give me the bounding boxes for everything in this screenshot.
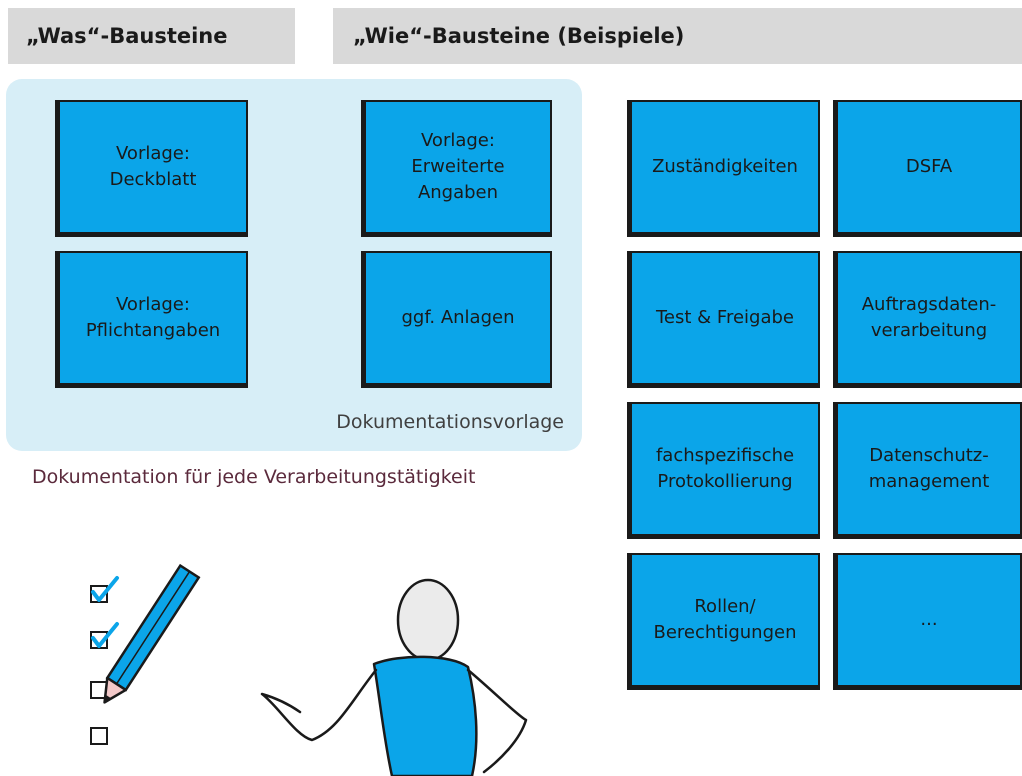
- person-figure: [260, 578, 528, 776]
- wie-header-title: „Wie“-Bausteine (Beispiele): [353, 24, 685, 48]
- pencil-icon: [103, 563, 201, 704]
- tile-dsfa: DSFA: [833, 100, 1022, 237]
- person-torso: [372, 655, 478, 776]
- documentation-template-label: Dokumentationsvorlage: [336, 411, 564, 433]
- person-arm-right: [466, 668, 528, 774]
- checklist: [90, 576, 119, 745]
- was-header: „Was“-Bausteine: [8, 8, 295, 64]
- was-header-title: „Was“-Bausteine: [26, 24, 228, 48]
- documentation-caption: Dokumentation für jede Verarbeitungstäti…: [32, 466, 476, 488]
- wie-header: „Wie“-Bausteine (Beispiele): [333, 8, 1022, 64]
- tile-ggf-anlagen: ggf. Anlagen: [361, 251, 552, 388]
- person-head: [396, 578, 460, 662]
- tile-more: ...: [833, 553, 1022, 690]
- tile-vorlage-deckblatt: Vorlage: Deckblatt: [55, 100, 248, 237]
- checkmark-icon: [91, 622, 119, 648]
- tile-fachspezifische-protokollierung: fachspezifische Protokollierung: [627, 402, 820, 539]
- tile-zustaendigkeiten: Zuständigkeiten: [627, 100, 820, 237]
- tile-vorlage-erweiterte-angaben: Vorlage: Erweiterte Angaben: [361, 100, 552, 237]
- tile-datenschutzmanagement: Datenschutz- management: [833, 402, 1022, 539]
- checkbox-icon: [90, 727, 108, 745]
- person-arm-left: [260, 668, 378, 742]
- tile-test-freigabe: Test & Freigabe: [627, 251, 820, 388]
- tile-vorlage-pflichtangaben: Vorlage: Pflichtangaben: [55, 251, 248, 388]
- tile-auftragsdatenverarbeitung: Auftragsdaten- verarbeitung: [833, 251, 1022, 388]
- checkmark-icon: [91, 576, 119, 602]
- tile-rollen-berechtigungen: Rollen/ Berechtigungen: [627, 553, 820, 690]
